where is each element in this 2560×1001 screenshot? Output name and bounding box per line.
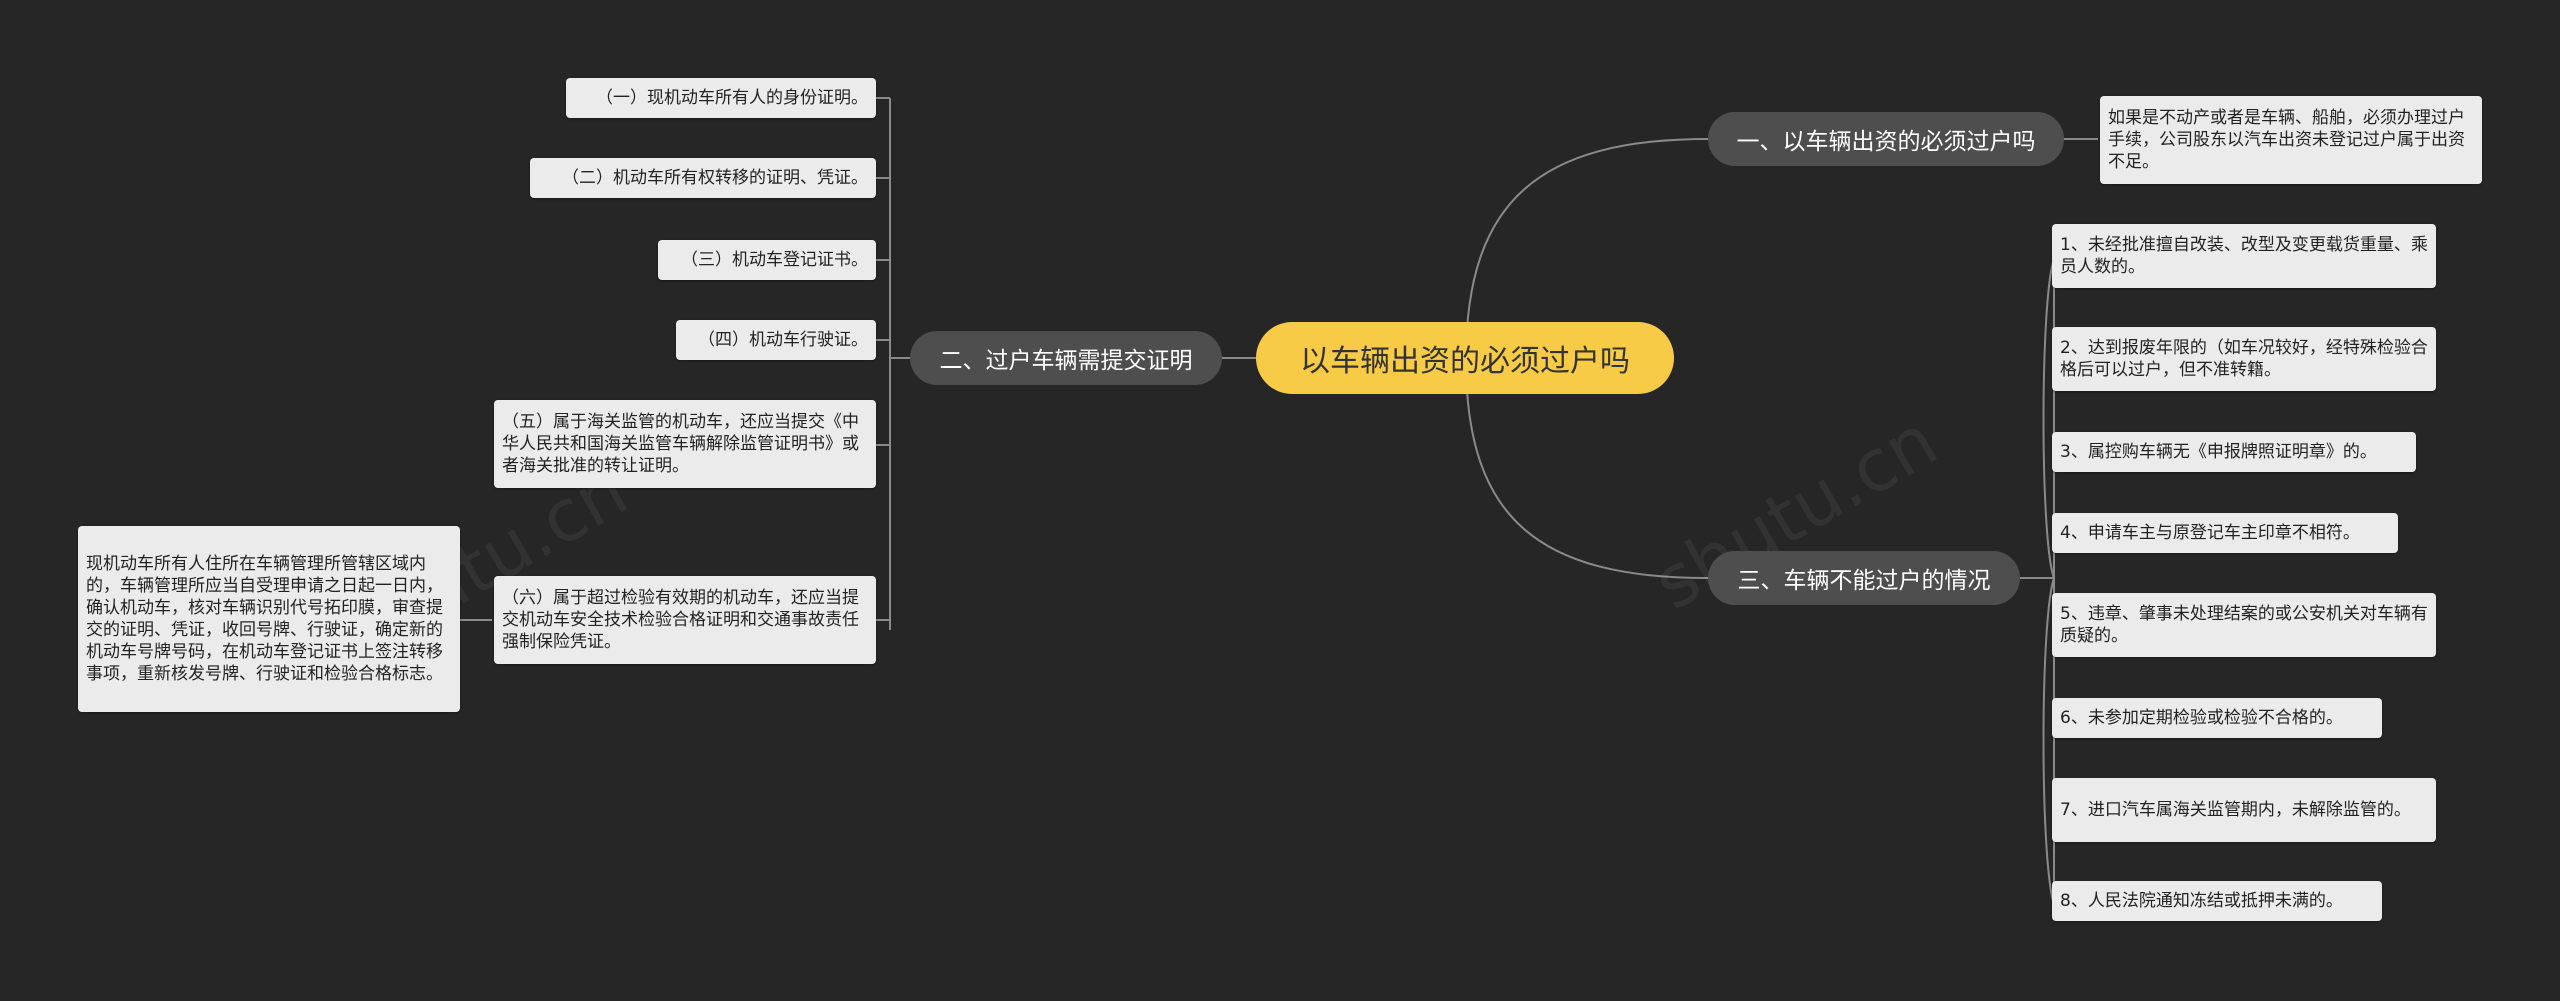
leaf-node[interactable]: （三）机动车登记证书。	[658, 240, 876, 280]
leaf-node[interactable]: 8、人民法院通知冻结或抵押未满的。	[2052, 881, 2382, 921]
leaf-node[interactable]: 7、进口汽车属海关监管期内，未解除监管的。	[2052, 778, 2436, 842]
leaf-node[interactable]: （五）属于海关监管的机动车，还应当提交《中华人民共和国海关监管车辆解除监管证明书…	[494, 400, 876, 488]
root-label: 以车辆出资的必须过户吗	[1300, 344, 1630, 379]
leaf-node[interactable]: 现机动车所有人住所在车辆管理所管辖区域内的，车辆管理所应当自受理申请之日起一日内…	[78, 526, 460, 712]
edge-root-b3	[1465, 359, 1709, 579]
root-node[interactable]: 以车辆出资的必须过户吗	[1256, 322, 1674, 394]
leaf-node[interactable]: 2、达到报废年限的（如车况较好，经特殊检验合格后可以过户，但不准转籍。	[2052, 327, 2436, 391]
branch-label: 一、以车辆出资的必须过户吗	[1736, 129, 2036, 155]
leaf-node[interactable]: （二）机动车所有权转移的证明、凭证。	[530, 158, 876, 198]
branch-label: 三、车辆不能过户的情况	[1737, 568, 1991, 594]
branch-node-1[interactable]: 一、以车辆出资的必须过户吗	[1708, 112, 2064, 166]
leaf-node[interactable]: （一）现机动车所有人的身份证明。	[566, 78, 876, 118]
branch-node-2[interactable]: 二、过户车辆需提交证明	[910, 331, 1222, 385]
branch-node-3[interactable]: 三、车辆不能过户的情况	[1708, 551, 2020, 605]
leaf-node[interactable]: （六）属于超过检验有效期的机动车，还应当提交机动车安全技术检验合格证明和交通事故…	[494, 576, 876, 664]
edge-root-b1	[1465, 138, 1709, 361]
leaf-node[interactable]: 6、未参加定期检验或检验不合格的。	[2052, 698, 2382, 738]
leaf-node[interactable]: 如果是不动产或者是车辆、船舶，必须办理过户手续，公司股东以汽车出资未登记过户属于…	[2100, 96, 2482, 184]
leaf-node[interactable]: （四）机动车行驶证。	[676, 320, 876, 360]
branch-label: 二、过户车辆需提交证明	[939, 348, 1193, 374]
leaf-node[interactable]: 5、违章、肇事未处理结案的或公安机关对车辆有质疑的。	[2052, 593, 2436, 657]
leaf-node[interactable]: 1、未经批准擅自改装、改型及变更载货重量、乘员人数的。	[2052, 224, 2436, 288]
leaf-node[interactable]: 4、申请车主与原登记车主印章不相符。	[2052, 513, 2398, 553]
leaf-node[interactable]: 3、属控购车辆无《申报牌照证明章》的。	[2052, 432, 2416, 472]
